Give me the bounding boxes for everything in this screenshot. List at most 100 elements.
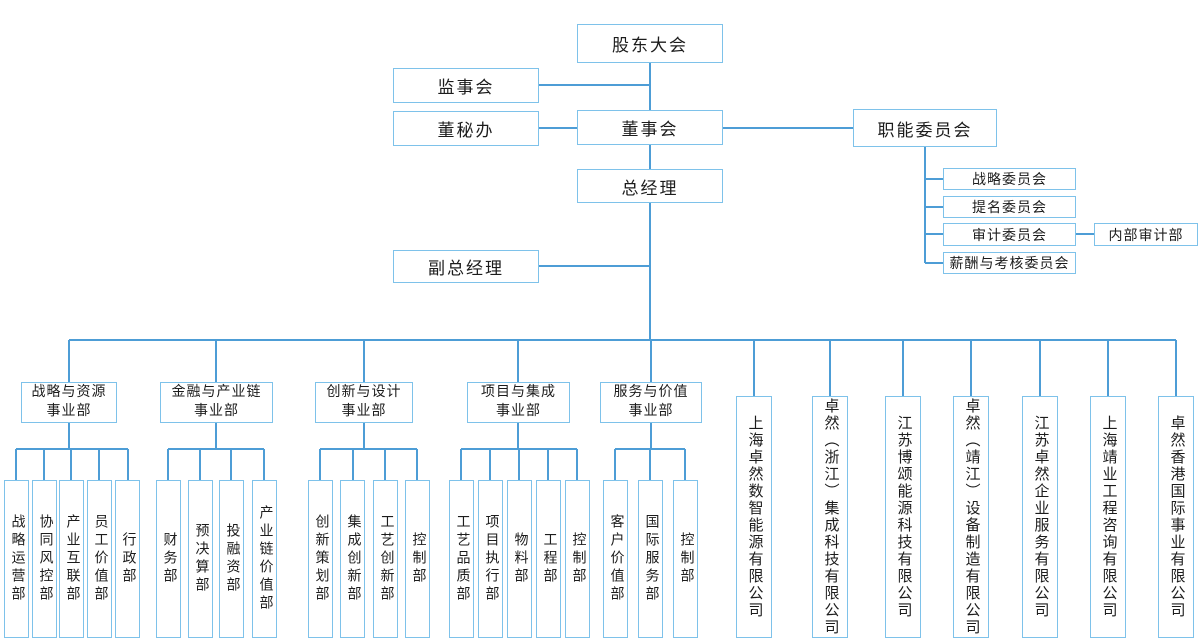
connector-line-horizontal (925, 262, 943, 264)
connector-line-vertical (649, 203, 651, 340)
connector-line-vertical (924, 147, 926, 263)
connector-line-horizontal (16, 448, 128, 450)
connector-line-vertical (649, 63, 651, 110)
company-shanghai-jingye-engineering-consulting: 上海靖业工程咨询有限公司 (1090, 396, 1126, 638)
company-shanghai-zhuoran-digital-energy: 上海卓然数智能源有限公司 (736, 396, 772, 638)
connector-line-vertical (489, 449, 491, 480)
investment-financing-dept: 投融资部 (219, 480, 244, 638)
connector-line-vertical (70, 449, 72, 480)
connector-line-horizontal (69, 339, 1176, 341)
connector-line-vertical (167, 449, 169, 480)
connector-line-vertical (614, 449, 616, 480)
connector-line-vertical (547, 449, 549, 480)
integrated-innovation-dept: 集成创新部 (340, 480, 365, 638)
connector-line-horizontal (925, 206, 943, 208)
connector-line-vertical (753, 340, 755, 396)
connector-line-vertical (649, 145, 651, 169)
strategy-committee: 战略委员会 (943, 168, 1076, 190)
process-innovation-dept: 工艺创新部 (373, 480, 398, 638)
connector-line-vertical (517, 340, 519, 382)
shareholders-meeting: 股东大会 (577, 24, 723, 63)
audit-committee: 审计委员会 (943, 223, 1076, 246)
general-manager: 总经理 (577, 169, 723, 203)
connector-line-vertical (68, 340, 70, 382)
international-service-dept: 国际服务部 (638, 480, 663, 638)
compensation-assessment-committee: 薪酬与考核委员会 (943, 252, 1076, 274)
connector-line-vertical (98, 449, 100, 480)
connector-line-vertical (384, 449, 386, 480)
control-dept-project: 控制部 (565, 480, 590, 638)
connector-line-vertical (15, 449, 17, 480)
connector-line-vertical (649, 449, 651, 480)
industry-chain-value-dept: 产业链价值部 (252, 480, 277, 638)
craft-quality-dept: 工艺品质部 (449, 480, 474, 638)
company-zhuoran-zhejiang-integrated-tech: 卓然（浙江）集成科技有限公司 (812, 396, 848, 638)
connector-line-vertical (517, 423, 519, 449)
connector-line-horizontal (168, 448, 264, 450)
materials-dept: 物料部 (507, 480, 532, 638)
control-dept-innovation: 控制部 (405, 480, 430, 638)
connector-line-vertical (1175, 340, 1177, 396)
nomination-committee: 提名委员会 (943, 196, 1076, 218)
connector-line-vertical (263, 449, 265, 480)
connector-line-vertical (68, 423, 70, 449)
collaborative-risk-control-dept: 协同风控部 (32, 480, 57, 638)
customer-value-dept: 客户价值部 (603, 480, 628, 638)
connector-line-horizontal (723, 127, 853, 129)
service-value-division: 服务与价值 事业部 (600, 382, 702, 423)
connector-line-horizontal (538, 265, 650, 267)
connector-line-vertical (650, 340, 652, 382)
connector-line-vertical (829, 340, 831, 396)
company-jiangsu-bosong-energy-tech: 江苏博颂能源科技有限公司 (885, 396, 921, 638)
employee-value-dept: 员工价值部 (87, 480, 112, 638)
connector-line-vertical (1039, 340, 1041, 396)
connector-line-horizontal (925, 233, 943, 235)
connector-line-vertical (460, 449, 462, 480)
connector-line-vertical (215, 340, 217, 382)
connector-line-vertical (416, 449, 418, 480)
connector-line-vertical (902, 340, 904, 396)
connector-line-vertical (127, 449, 129, 480)
connector-line-vertical (230, 449, 232, 480)
internal-audit-dept: 内部审计部 (1094, 223, 1198, 246)
connector-line-vertical (199, 449, 201, 480)
deputy-general-manager: 副总经理 (393, 250, 539, 283)
connector-line-horizontal (1076, 233, 1094, 235)
board-of-directors: 董事会 (577, 110, 723, 145)
connector-line-vertical (970, 340, 972, 396)
strategic-operations-dept: 战略运营部 (4, 480, 29, 638)
administration-dept: 行政部 (115, 480, 140, 638)
board-secretary-office: 董秘办 (393, 111, 539, 146)
industry-interconnection-dept: 产业互联部 (59, 480, 84, 638)
company-zhuoran-jingjiang-equipment-mfg: 卓然（靖江）设备制造有限公司 (953, 396, 989, 638)
connector-line-vertical (215, 423, 217, 449)
connector-line-vertical (363, 340, 365, 382)
connector-line-horizontal (539, 84, 650, 86)
finance-industry-chain-division: 金融与产业链 事业部 (160, 382, 273, 423)
connector-line-vertical (576, 449, 578, 480)
innovation-design-division: 创新与设计 事业部 (315, 382, 413, 423)
connector-line-vertical (363, 423, 365, 449)
innovation-planning-dept: 创新策划部 (308, 480, 333, 638)
connector-line-horizontal (539, 127, 577, 129)
connector-line-vertical (352, 449, 354, 480)
strategy-resources-division: 战略与资源 事业部 (21, 382, 117, 423)
company-jiangsu-zhuoran-enterprise-service: 江苏卓然企业服务有限公司 (1022, 396, 1058, 638)
connector-line-vertical (1107, 340, 1109, 396)
connector-line-vertical (319, 449, 321, 480)
connector-line-horizontal (320, 448, 417, 450)
connector-line-horizontal (925, 178, 943, 180)
budget-final-accounts-dept: 预决算部 (188, 480, 213, 638)
control-dept-service: 控制部 (673, 480, 698, 638)
finance-dept: 财务部 (156, 480, 181, 638)
functional-committees: 职能委员会 (853, 109, 997, 147)
connector-line-vertical (43, 449, 45, 480)
company-zhuoran-hongkong-international: 卓然香港国际事业有限公司 (1158, 396, 1194, 638)
connector-line-vertical (650, 423, 652, 449)
project-integration-division: 项目与集成 事业部 (467, 382, 570, 423)
connector-line-vertical (518, 449, 520, 480)
supervisory-board: 监事会 (393, 68, 539, 103)
connector-line-vertical (684, 449, 686, 480)
engineering-dept: 工程部 (536, 480, 561, 638)
